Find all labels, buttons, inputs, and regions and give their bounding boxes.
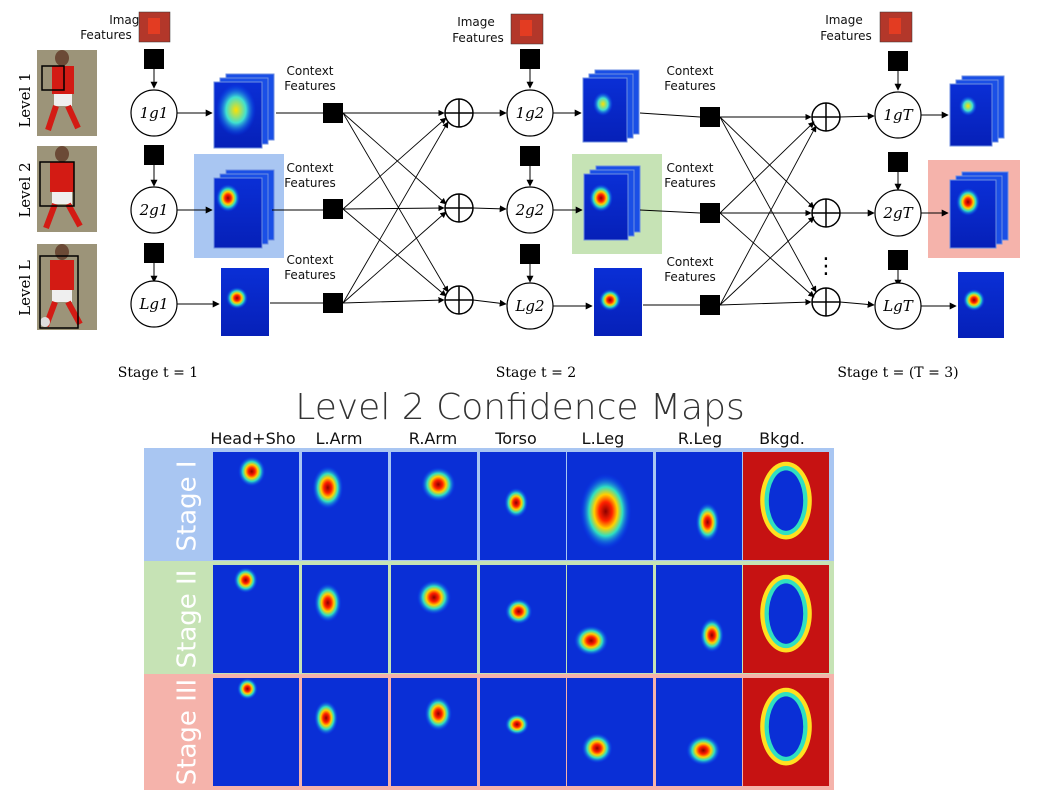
svg-text:Context: Context xyxy=(286,161,333,175)
svg-text:Lg1: Lg1 xyxy=(138,295,168,313)
heatmap-stack-s2-l2 xyxy=(583,165,641,241)
confidence-map-1-4 xyxy=(567,565,653,673)
row-label-1: Stage II xyxy=(173,570,203,669)
svg-text:Context: Context xyxy=(666,64,713,78)
confidence-map-2-4 xyxy=(567,678,653,786)
context-features-s2-l2: Context Features xyxy=(664,161,716,190)
svg-text:Features: Features xyxy=(452,31,504,45)
context-features-s1-l2: Context Features xyxy=(284,161,336,190)
row-label-0: Stage I xyxy=(173,460,203,551)
confidence-map-1-1 xyxy=(302,565,388,673)
node-1g2: 1g2 xyxy=(506,89,554,137)
svg-text:Image: Image xyxy=(109,13,147,27)
svg-text:LgT: LgT xyxy=(882,297,914,315)
confidence-map-1-3 xyxy=(480,565,566,673)
confidence-map-2-5 xyxy=(656,678,742,786)
image-features-stage-2: Image Features xyxy=(452,13,544,45)
svg-text:Features: Features xyxy=(284,79,336,93)
stage-label-2: Stage t = 2 xyxy=(496,365,576,381)
person-photo-level-2 xyxy=(37,146,97,232)
feature-blocks xyxy=(144,49,908,270)
heatmap-stack-s1-l1 xyxy=(213,73,275,149)
svg-text:Features: Features xyxy=(664,270,716,284)
svg-text:1g2: 1g2 xyxy=(516,104,545,122)
svg-text:Context: Context xyxy=(286,64,333,78)
stage-label-1: Stage t = 1 xyxy=(118,365,198,381)
confidence-map-0-3 xyxy=(480,452,566,560)
heatmap-stack-s3-l1 xyxy=(949,75,1005,147)
node-lg2: Lg2 xyxy=(506,282,554,330)
svg-text:Features: Features xyxy=(820,29,872,43)
svg-text:Features: Features xyxy=(284,176,336,190)
heatmap-stack-s2-l1 xyxy=(582,69,640,143)
svg-text:Features: Features xyxy=(284,268,336,282)
column-header-2: R.Arm xyxy=(409,429,457,448)
confidence-map-1-5 xyxy=(656,565,742,673)
column-header-1: L.Arm xyxy=(316,429,363,448)
svg-text:Context: Context xyxy=(666,255,713,269)
svg-text:1g1: 1g1 xyxy=(140,104,169,122)
confidence-map-0-1 xyxy=(302,452,388,560)
svg-text:Features: Features xyxy=(80,28,132,42)
node-2g2: 2g2 xyxy=(506,186,554,234)
confidence-map-0-0 xyxy=(213,452,299,560)
node-1gt: 1gT xyxy=(874,91,922,139)
column-header-4: L.Leg xyxy=(582,429,625,448)
svg-text:Lg2: Lg2 xyxy=(514,297,544,315)
confidence-map-2-0 xyxy=(213,678,299,786)
confidence-maps-title: Level 2 Confidence Maps xyxy=(295,387,744,428)
image-features-stage-3: Image Features xyxy=(820,11,913,43)
person-photo-level-1 xyxy=(37,50,97,136)
node-lg1: Lg1 xyxy=(130,280,178,328)
heatmap-s3-ll xyxy=(958,272,1004,338)
confidence-map-2-3 xyxy=(480,678,566,786)
svg-text:Features: Features xyxy=(664,79,716,93)
svg-text:2g1: 2g1 xyxy=(139,201,169,219)
svg-text:Context: Context xyxy=(286,253,333,267)
node-2g1: 2g1 xyxy=(130,186,178,234)
svg-text:Features: Features xyxy=(664,176,716,190)
heatmap-stack-s1-l2 xyxy=(213,169,275,249)
svg-text:1gT: 1gT xyxy=(883,106,913,124)
svg-text:2gT: 2gT xyxy=(882,204,913,222)
confidence-map-1-0 xyxy=(213,565,299,673)
context-features-s2-ll: Context Features xyxy=(664,255,716,284)
confidence-map-2-1 xyxy=(302,678,388,786)
heatmap-s1-ll xyxy=(221,268,269,336)
confidence-map-2-2 xyxy=(391,678,477,786)
context-features-s2-l1: Context Features xyxy=(664,64,716,93)
svg-text:Context: Context xyxy=(666,161,713,175)
person-photo-level-l xyxy=(37,244,97,330)
confidence-map-0-2 xyxy=(391,452,477,560)
node-1g1: 1g1 xyxy=(130,89,178,137)
confidence-map-0-5 xyxy=(656,452,742,560)
level-1-label: Level 1 xyxy=(16,72,34,127)
svg-text:2g2: 2g2 xyxy=(515,201,545,219)
row-label-2: Stage III xyxy=(173,679,203,785)
level-2-label: Level 2 xyxy=(16,162,34,217)
confidence-map-1-6 xyxy=(743,565,829,673)
ellipsis: ⋮ xyxy=(815,254,837,279)
svg-text:Image: Image xyxy=(825,13,863,27)
context-features-s1-ll: Context Features xyxy=(284,253,336,282)
column-header-6: Bkgd. xyxy=(759,429,805,448)
node-lgt: LgT xyxy=(874,282,922,330)
heatmap-stack-s3-l2 xyxy=(949,171,1009,249)
column-header-5: R.Leg xyxy=(678,429,722,448)
confidence-map-1-2 xyxy=(391,565,477,673)
context-blocks xyxy=(323,103,720,315)
svg-text:Image: Image xyxy=(457,15,495,29)
image-features-stage-1: Image Features xyxy=(80,11,171,43)
confidence-map-2-6 xyxy=(743,678,829,786)
column-header-3: Torso xyxy=(494,429,537,448)
stage-label-3: Stage t = (T = 3) xyxy=(837,365,958,381)
heatmap-s2-ll xyxy=(594,268,642,336)
confidence-map-0-6 xyxy=(743,452,829,560)
level-l-label: Level L xyxy=(16,260,34,316)
context-features-s1-l1: Context Features xyxy=(284,64,336,93)
confidence-map-0-4 xyxy=(567,452,653,560)
column-header-0: Head+Sho xyxy=(210,429,295,448)
node-2gt: 2gT xyxy=(874,189,922,237)
